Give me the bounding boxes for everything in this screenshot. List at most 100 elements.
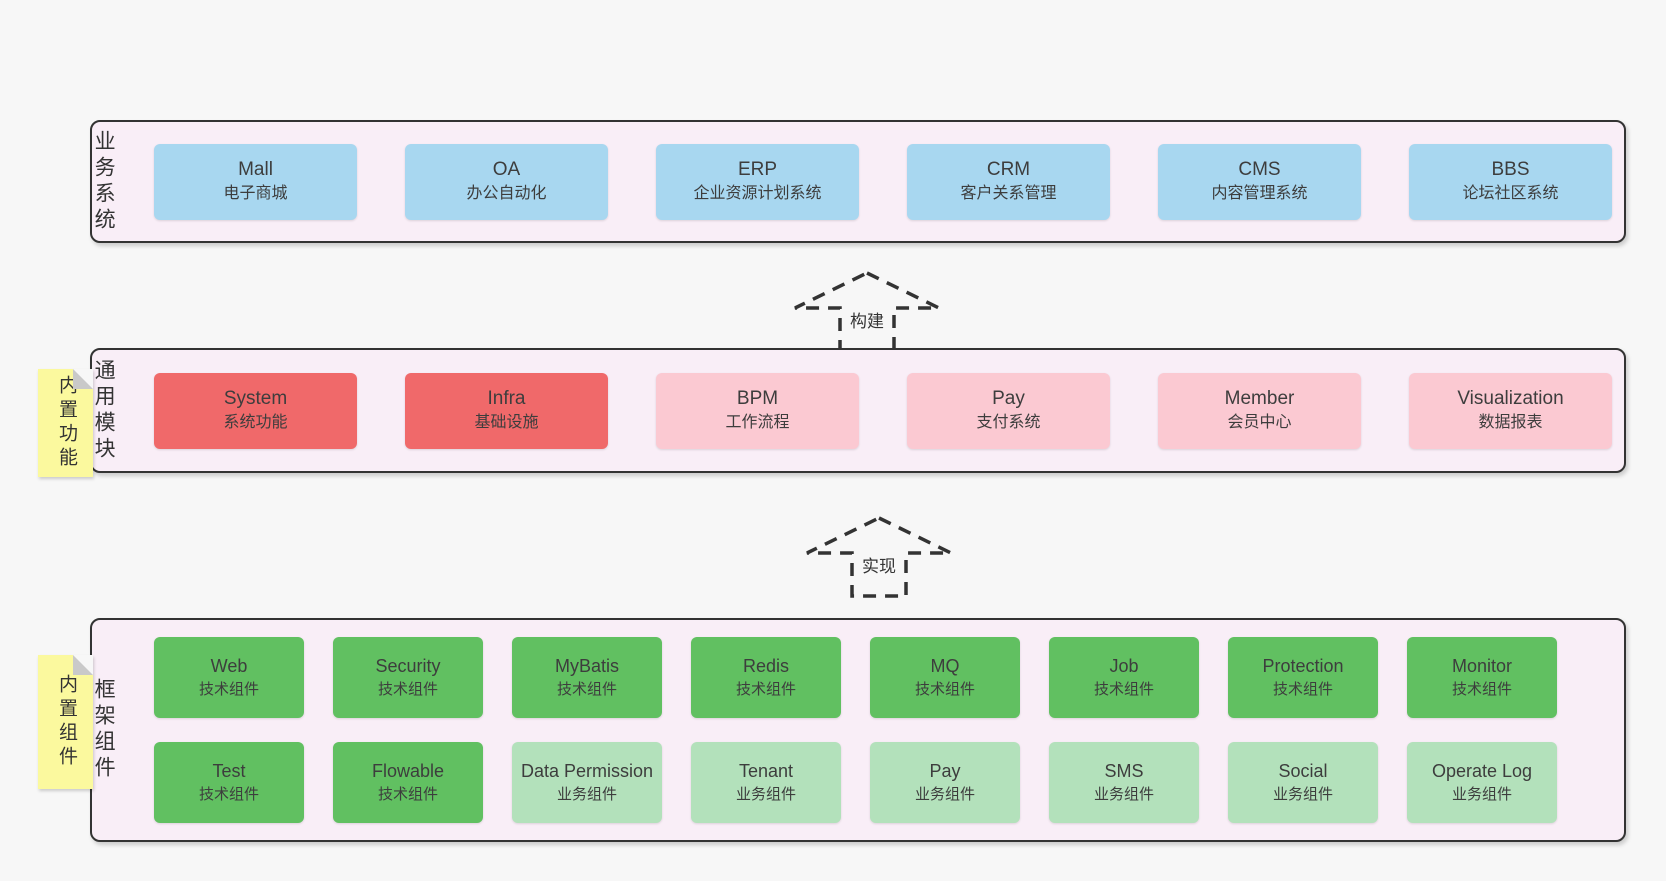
box-monitor: Monitor 技术组件 bbox=[1407, 637, 1557, 718]
box-name: Pay bbox=[992, 387, 1025, 409]
box-tenant: Tenant 业务组件 bbox=[691, 742, 841, 823]
box-subtitle: 数据报表 bbox=[1478, 414, 1543, 432]
band-label-business-systems: 业务系统 bbox=[92, 129, 116, 234]
box-cms: CMS 内容管理系统 bbox=[1158, 143, 1361, 220]
box-name: Flowable bbox=[371, 760, 445, 781]
box-subtitle: 支付系统 bbox=[976, 414, 1041, 432]
box-job: Job 技术组件 bbox=[1049, 637, 1199, 718]
box-web: Web 技术组件 bbox=[154, 637, 304, 718]
box-subtitle: 技术组件 bbox=[198, 680, 259, 698]
box-flowable: Flowable 技术组件 bbox=[333, 742, 483, 823]
box-social: Social 业务组件 bbox=[1228, 742, 1378, 823]
band-label-framework-components: 框架组件 bbox=[92, 678, 116, 782]
box-data-permission: Data Permission 业务组件 bbox=[512, 742, 662, 823]
box-crm: CRM 客户关系管理 bbox=[907, 143, 1110, 220]
box-name: Member bbox=[1224, 387, 1295, 409]
box-subtitle: 技术组件 bbox=[735, 680, 796, 698]
box-name: BPM bbox=[736, 387, 779, 409]
box-name: Web bbox=[210, 655, 248, 676]
box-name: Operate Log bbox=[1431, 760, 1533, 781]
box-name: Redis bbox=[742, 655, 790, 676]
box-name: SMS bbox=[1104, 760, 1144, 781]
box-subtitle: 业务组件 bbox=[914, 785, 975, 803]
band-label-common-modules: 通用模块 bbox=[92, 358, 116, 463]
box-oa: OA 办公自动化 bbox=[405, 143, 608, 220]
box-security: Security 技术组件 bbox=[333, 637, 483, 718]
box-name: MQ bbox=[930, 655, 960, 676]
box-protection: Protection 技术组件 bbox=[1228, 637, 1378, 718]
box-sms: SMS 业务组件 bbox=[1049, 742, 1199, 823]
box-subtitle: 技术组件 bbox=[1451, 680, 1512, 698]
box-subtitle: 技术组件 bbox=[914, 680, 975, 698]
box-pay: Pay 支付系统 bbox=[907, 372, 1110, 449]
box-subtitle: 业务组件 bbox=[1451, 785, 1512, 803]
box-subtitle: 企业资源计划系统 bbox=[693, 185, 822, 203]
box-name: Pay bbox=[929, 760, 961, 781]
box-name: Social bbox=[1278, 760, 1328, 781]
box-mall: Mall 电子商城 bbox=[154, 143, 357, 220]
box-name: Tenant bbox=[738, 760, 794, 781]
box-redis: Redis 技术组件 bbox=[691, 637, 841, 718]
box-subtitle: 技术组件 bbox=[377, 680, 438, 698]
box-name: Test bbox=[212, 760, 246, 781]
box-subtitle: 办公自动化 bbox=[466, 185, 547, 203]
box-subtitle: 电子商城 bbox=[223, 185, 288, 203]
box-subtitle: 技术组件 bbox=[377, 785, 438, 803]
box-name: Visualization bbox=[1457, 387, 1564, 409]
box-name: CMS bbox=[1238, 158, 1281, 180]
box-subtitle: 系统功能 bbox=[223, 414, 288, 432]
implement-arrow-icon: 实现 bbox=[804, 515, 954, 599]
box-subtitle: 技术组件 bbox=[198, 785, 259, 803]
box-name: CRM bbox=[986, 158, 1031, 180]
box-bbs: BBS 论坛社区系统 bbox=[1409, 143, 1612, 220]
box-subtitle: 业务组件 bbox=[735, 785, 796, 803]
box-subtitle: 论坛社区系统 bbox=[1462, 185, 1559, 203]
implement-arrow-label: 实现 bbox=[858, 551, 900, 578]
box-mq: MQ 技术组件 bbox=[870, 637, 1020, 718]
box-subtitle: 客户关系管理 bbox=[960, 185, 1057, 203]
box-name: MyBatis bbox=[554, 655, 619, 676]
box-subtitle: 业务组件 bbox=[556, 785, 617, 803]
box-visualization: Visualization 数据报表 bbox=[1409, 372, 1612, 449]
box-name: OA bbox=[492, 158, 521, 180]
box-name: Monitor bbox=[1451, 655, 1513, 676]
build-arrow-label: 构建 bbox=[846, 306, 888, 333]
box-subtitle: 技术组件 bbox=[1093, 680, 1154, 698]
box-member: Member 会员中心 bbox=[1158, 372, 1361, 449]
box-subtitle: 基础设施 bbox=[474, 414, 539, 432]
box-subtitle: 会员中心 bbox=[1227, 414, 1292, 432]
box-name: Protection bbox=[1262, 655, 1344, 676]
build-arrow-icon: 构建 bbox=[792, 270, 942, 354]
box-infra: Infra 基础设施 bbox=[405, 372, 608, 449]
sticky-note-built-in-components: 内置组件 bbox=[38, 655, 93, 789]
sticky-note-text: 内置功能 bbox=[55, 375, 77, 471]
box-name: Data Permission bbox=[520, 760, 654, 781]
box-name: Security bbox=[375, 655, 441, 676]
box-subtitle: 技术组件 bbox=[1272, 680, 1333, 698]
folded-corner-icon bbox=[73, 369, 93, 389]
box-subtitle: 内容管理系统 bbox=[1211, 185, 1308, 203]
box-bpm: BPM 工作流程 bbox=[656, 372, 859, 449]
box-subtitle: 工作流程 bbox=[725, 414, 790, 432]
box-name: Mall bbox=[238, 158, 273, 180]
box-mybatis: MyBatis 技术组件 bbox=[512, 637, 662, 718]
box-name: Infra bbox=[487, 387, 526, 409]
box-subtitle: 业务组件 bbox=[1093, 785, 1154, 803]
box-pay: Pay 业务组件 bbox=[870, 742, 1020, 823]
box-name: BBS bbox=[1491, 158, 1530, 180]
sticky-note-built-in-features: 内置功能 bbox=[38, 369, 93, 477]
box-operate-log: Operate Log 业务组件 bbox=[1407, 742, 1557, 823]
folded-corner-icon bbox=[73, 655, 93, 675]
box-name: Job bbox=[1109, 655, 1139, 676]
box-subtitle: 业务组件 bbox=[1272, 785, 1333, 803]
box-subtitle: 技术组件 bbox=[556, 680, 617, 698]
